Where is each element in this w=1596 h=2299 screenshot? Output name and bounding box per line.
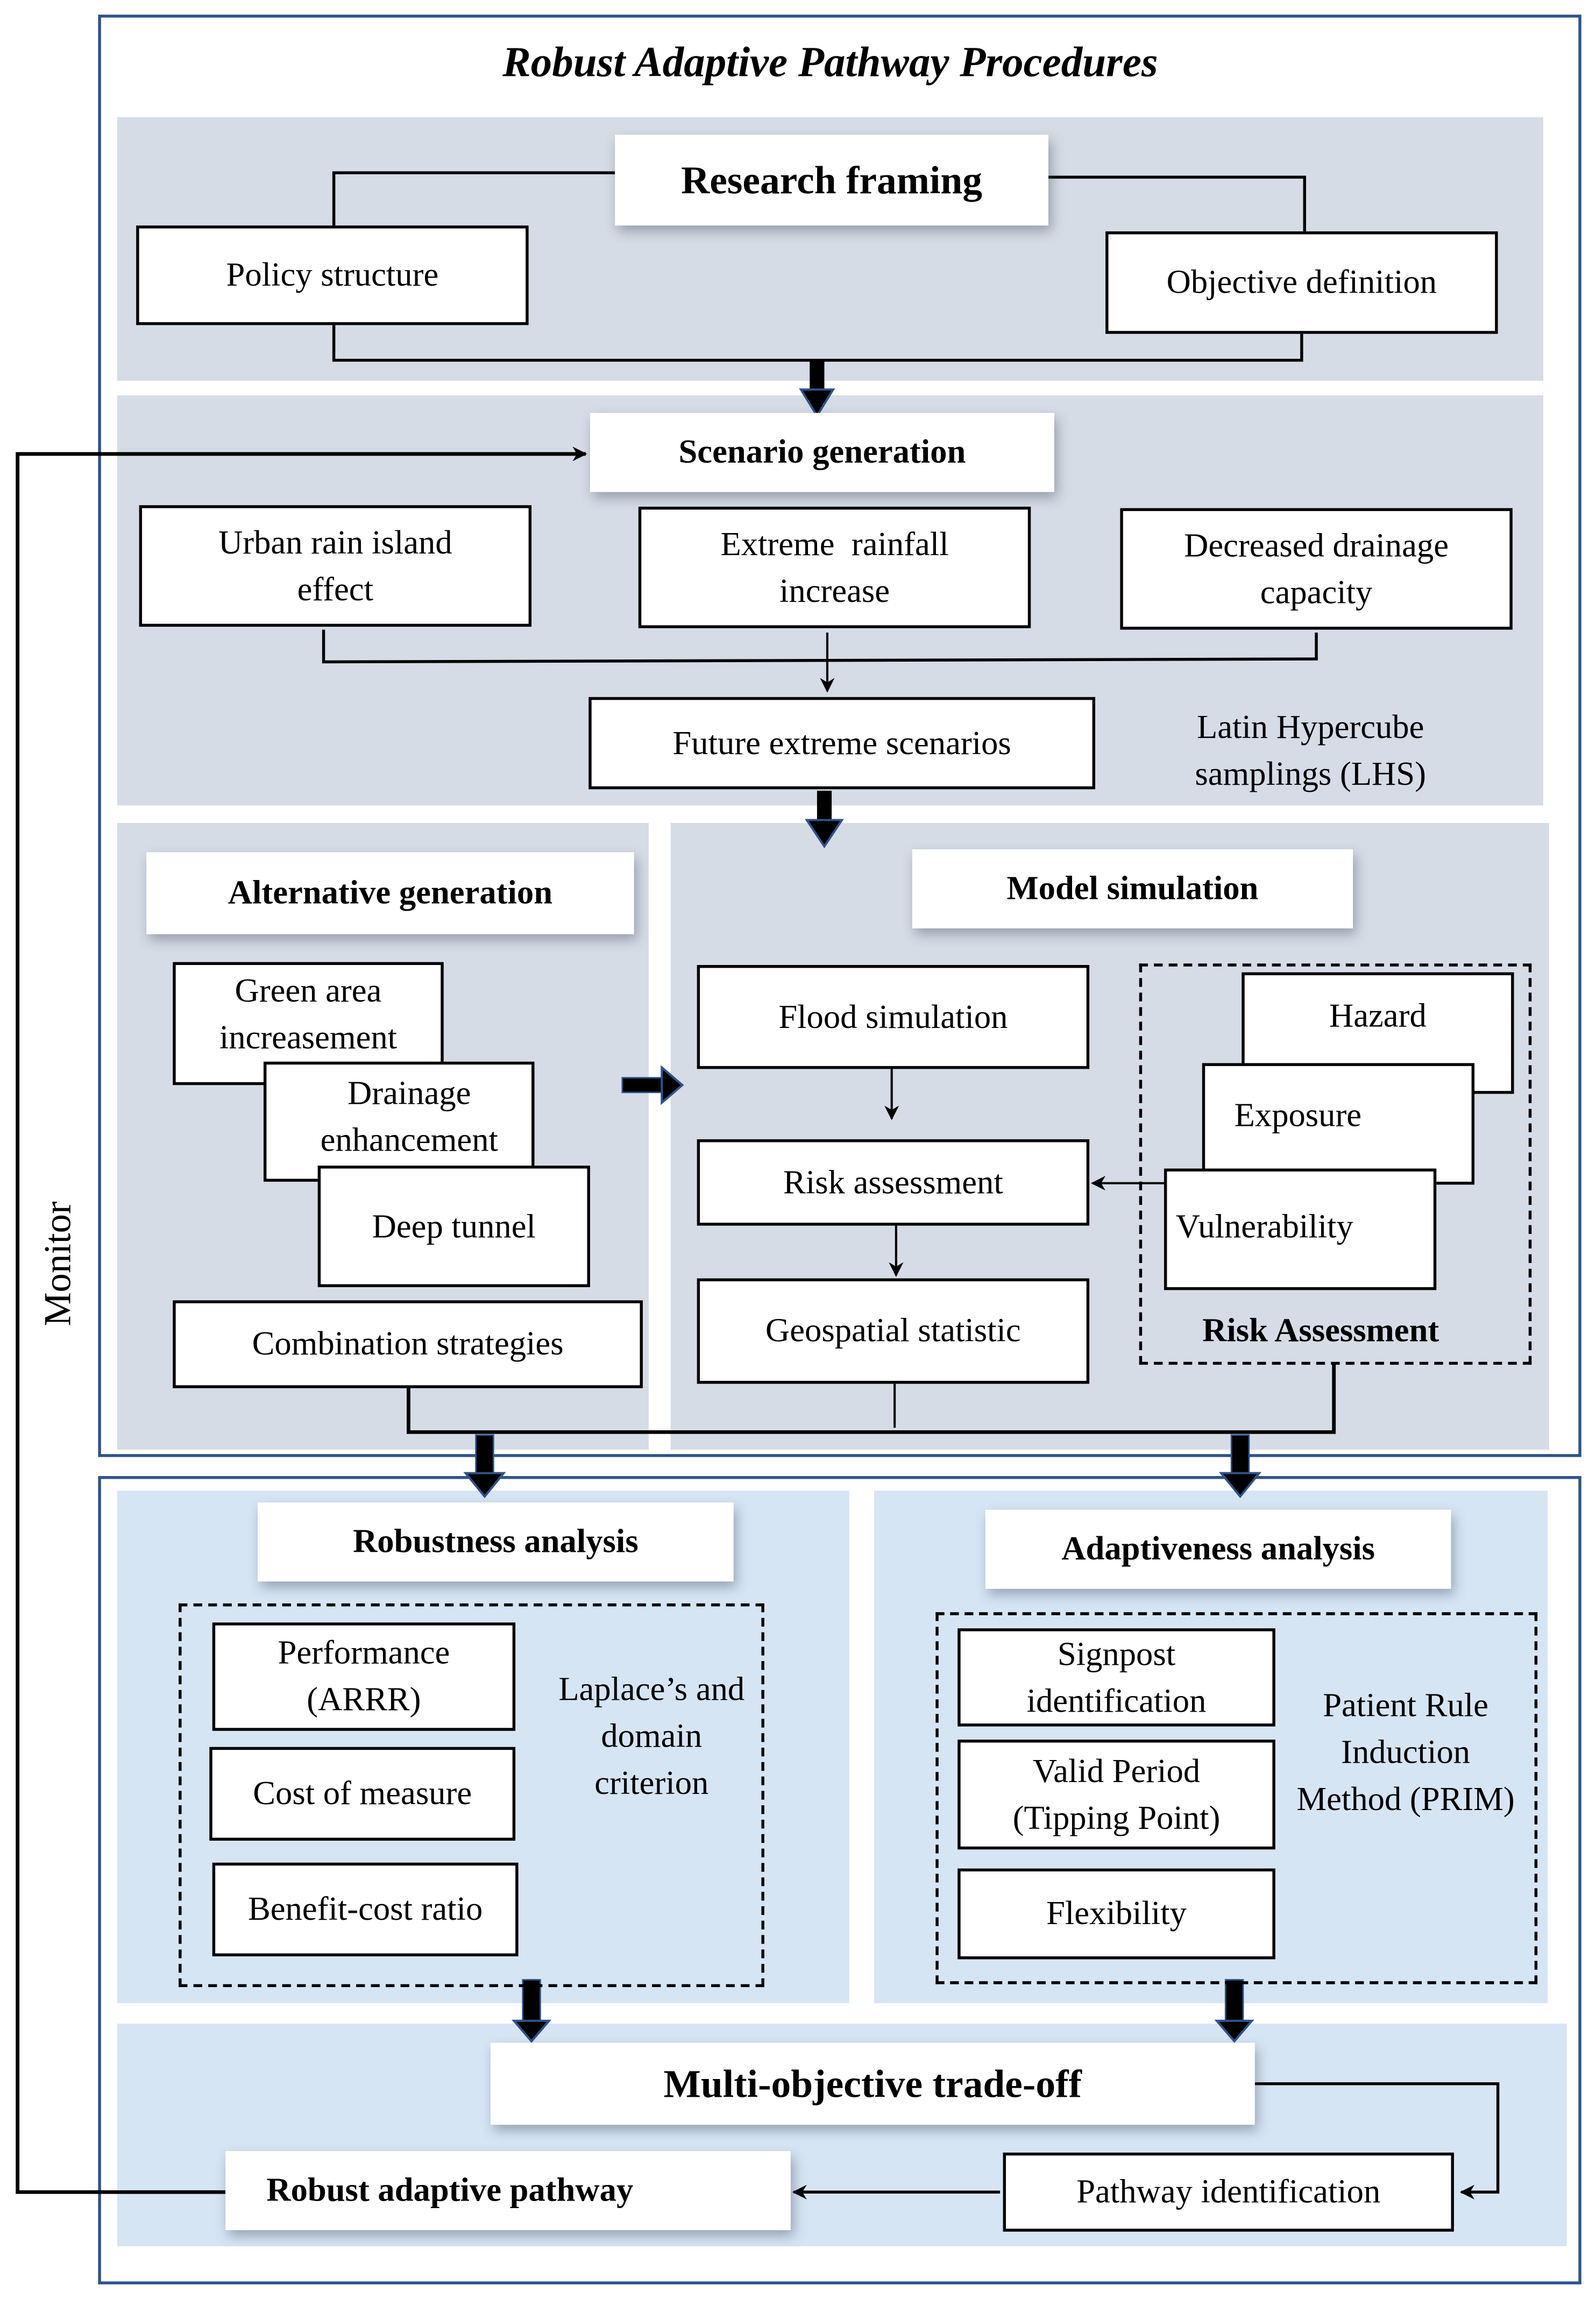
cost-of-measure-box: Cost of measure bbox=[209, 1747, 516, 1841]
drainage-enhancement-box: Drainage enhancement bbox=[263, 1061, 535, 1182]
multi-objective-tradeoff-header: Multi-objective trade-off bbox=[490, 2042, 1255, 2125]
research-framing-header: Research framing bbox=[615, 134, 1048, 226]
policy-structure-box: Policy structure bbox=[136, 225, 529, 325]
flood-simulation-box: Flood simulation bbox=[697, 964, 1090, 1069]
alternative-generation-header: Alternative generation bbox=[146, 852, 634, 934]
flexibility-box: Flexibility bbox=[957, 1868, 1275, 1960]
geospatial-statistic-box: Geospatial statistic bbox=[697, 1278, 1090, 1384]
benefit-cost-ratio-box: Benefit-cost ratio bbox=[212, 1862, 519, 1956]
extreme-rainfall-box: Extreme rainfall increase bbox=[638, 506, 1031, 628]
combination-strategies-box: Combination strategies bbox=[173, 1300, 643, 1388]
adaptiveness-analysis-header: Adaptiveness analysis bbox=[985, 1509, 1451, 1589]
risk-assessment-box: Risk assessment bbox=[697, 1139, 1090, 1226]
laplace-criterion-note: Laplace’s and domain criterion bbox=[558, 1671, 745, 1801]
monitor-label: Monitor bbox=[37, 1201, 79, 1326]
robust-adaptive-pathway-box: Robust adaptive pathway bbox=[225, 2151, 791, 2231]
robustness-metrics-group bbox=[179, 1603, 764, 1988]
model-simulation-header: Model simulation bbox=[912, 849, 1353, 928]
scenario-generation-header: Scenario generation bbox=[590, 413, 1054, 492]
vulnerability-box: Vulnerability bbox=[1164, 1168, 1437, 1290]
valid-period-box: Valid Period (Tipping Point) bbox=[957, 1740, 1275, 1850]
pathway-identification-box: Pathway identification bbox=[1003, 2152, 1454, 2232]
risk-assessment-group-label: Risk Assessment bbox=[1202, 1312, 1439, 1349]
lhs-note: Latin Hypercube samplings (LHS) bbox=[1195, 708, 1426, 792]
exposure-box: Exposure bbox=[1202, 1063, 1475, 1185]
performance-box: Performance (ARRR) bbox=[212, 1622, 516, 1731]
prim-note: Patient Rule Induction Method (PRIM) bbox=[1296, 1687, 1515, 1818]
robustness-analysis-header: Robustness analysis bbox=[258, 1502, 734, 1582]
deep-tunnel-box: Deep tunnel bbox=[317, 1165, 590, 1287]
risk-assessment-group bbox=[1139, 963, 1532, 1365]
urban-rain-island-box: Urban rain island effect bbox=[139, 505, 532, 627]
adaptiveness-metrics-group bbox=[935, 1612, 1538, 1984]
future-extreme-scenarios-box: Future extreme scenarios bbox=[588, 697, 1096, 790]
decreased-drainage-box: Decreased drainage capacity bbox=[1120, 508, 1513, 630]
objective-definition-box: Objective definition bbox=[1105, 231, 1498, 334]
signpost-identification-box: Signpost identification bbox=[957, 1628, 1275, 1727]
diagram-title: Robust Adaptive Pathway Procedures bbox=[502, 39, 1158, 86]
